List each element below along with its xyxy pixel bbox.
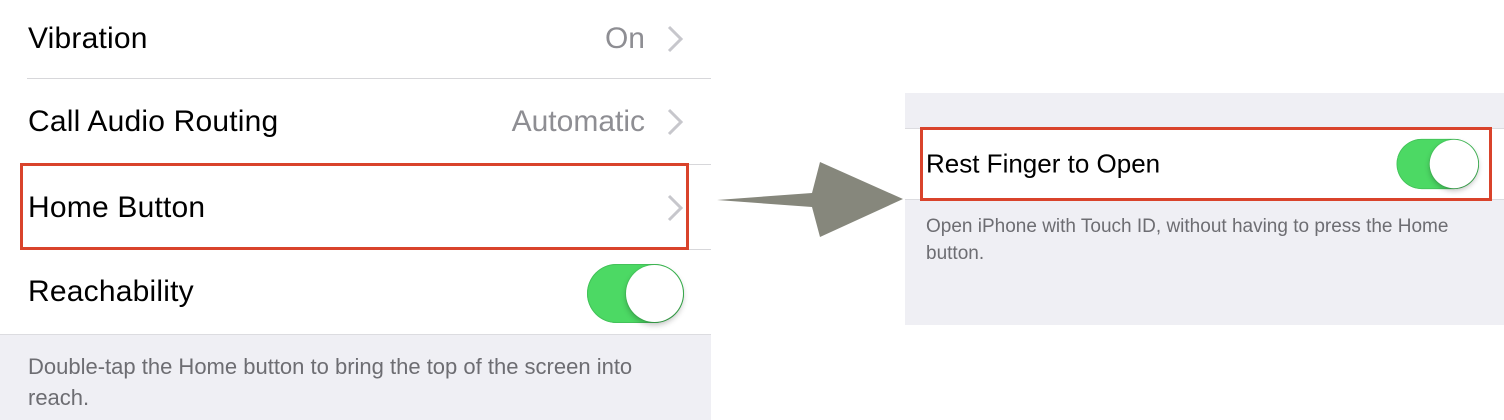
rest-finger-to-open-row: Rest Finger to Open <box>905 128 1504 200</box>
rest-finger-to-open-toggle[interactable] <box>1396 138 1479 190</box>
vibration-row[interactable]: Vibration On <box>0 0 711 78</box>
home-button-row[interactable]: Home Button <box>0 165 711 250</box>
home-button-label: Home Button <box>28 190 206 224</box>
vibration-label: Vibration <box>28 22 148 55</box>
reachability-footer-note: Double-tap the Home button to bring the … <box>28 354 633 410</box>
reachability-footer: Double-tap the Home button to bring the … <box>0 334 711 420</box>
rest-finger-footer-note: Open iPhone with Touch ID, without havin… <box>926 216 1449 264</box>
call-audio-routing-row[interactable]: Call Audio Routing Automatic <box>0 79 711 164</box>
home-button-settings-panel: Rest Finger to Open Open iPhone with Tou… <box>905 93 1504 325</box>
reachability-row: Reachability <box>0 250 711 334</box>
chevron-right-icon <box>667 108 684 135</box>
arrow-right-icon <box>717 162 903 237</box>
toggle-knob <box>1429 139 1479 189</box>
divider <box>27 78 711 79</box>
reachability-toggle[interactable] <box>587 264 684 323</box>
vibration-value: On <box>604 22 645 55</box>
chevron-right-icon <box>667 194 684 221</box>
rest-finger-to-open-label: Rest Finger to Open <box>926 148 1161 179</box>
call-audio-routing-value: Automatic <box>511 104 645 138</box>
accessibility-settings-panel: Vibration On Call Audio Routing Automati… <box>0 0 711 420</box>
call-audio-routing-label: Call Audio Routing <box>28 104 279 138</box>
reachability-label: Reachability <box>28 275 194 308</box>
chevron-right-icon <box>667 25 684 53</box>
toggle-knob <box>626 265 683 322</box>
